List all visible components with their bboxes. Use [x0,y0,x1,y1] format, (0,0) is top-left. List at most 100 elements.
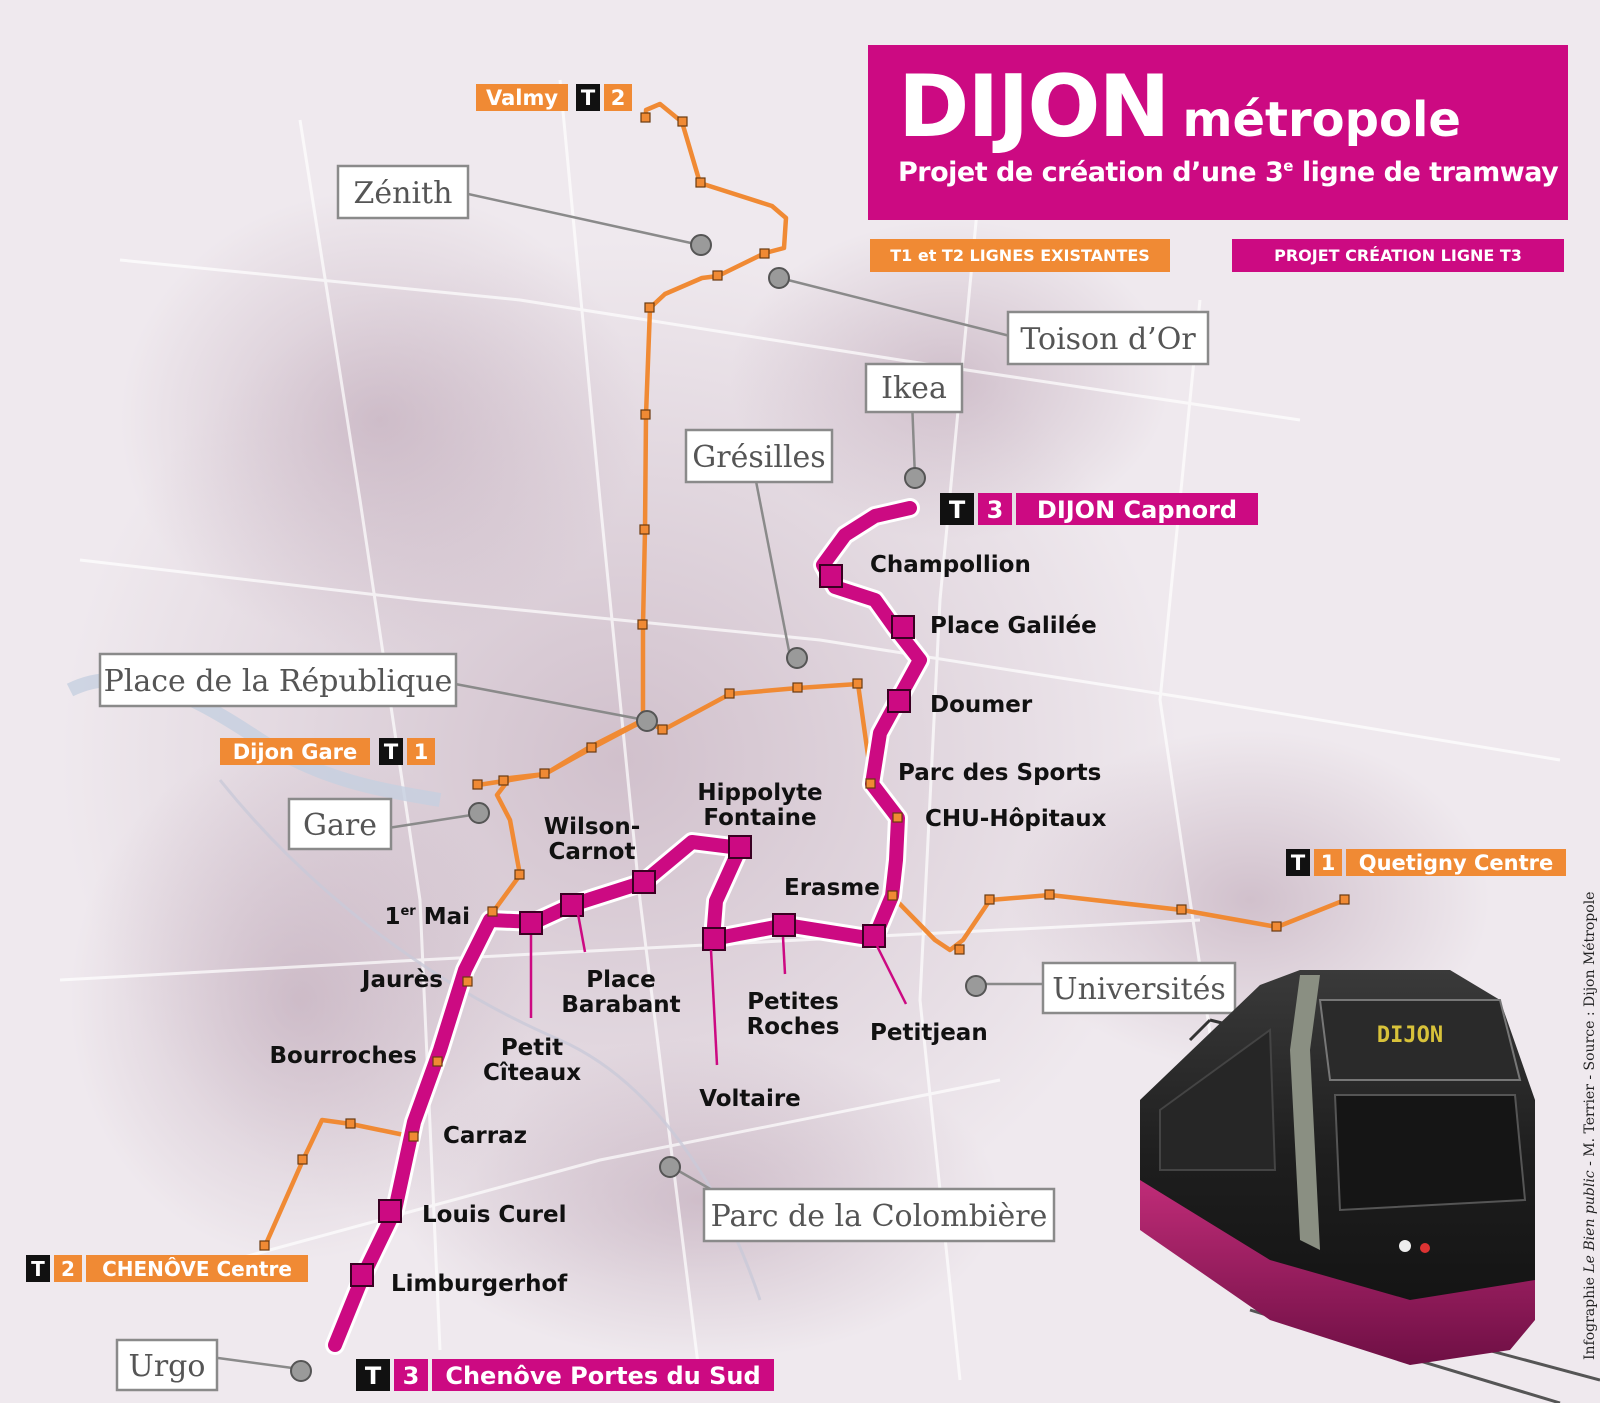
title-word: métropole [1182,92,1461,148]
t3-stop [632,870,656,894]
station-wilson-1: Wilson- [544,814,641,840]
terminal-chenove-centre: T 2 CHENÔVE Centre [26,1255,308,1282]
station-petit-citeaux-1: Petit [501,1035,563,1061]
station-bourroches: Bourroches [270,1043,418,1069]
station-stop [1044,889,1055,900]
station-stop [852,678,863,689]
station-jaures: Jaurès [360,967,443,993]
svg-text:T: T [365,1362,382,1390]
station-stop [472,779,483,790]
svg-text:2: 2 [611,86,626,110]
station-stop [1271,921,1282,932]
station-stop [462,976,473,987]
landmark-dot [468,802,490,824]
station-stop [887,890,898,901]
svg-text:T: T [1291,851,1306,875]
landmark-dot [768,267,790,289]
station-stop [637,619,648,630]
svg-text:T: T [581,86,596,110]
station-stop [345,1118,356,1129]
t3-leaders [529,913,908,1066]
station-stop [432,1056,443,1067]
station-hippolyte-1: Hippolyte [697,780,822,806]
station-stop [865,778,876,789]
svg-text:3: 3 [987,496,1004,524]
svg-text:Valmy: Valmy [486,86,558,110]
svg-text:DIJON Capnord: DIJON Capnord [1037,496,1237,524]
t3-stop [378,1199,402,1223]
landmark-labels: Zénith Toison d’Or Ikea Grésilles Place … [98,164,1237,1392]
station-stop [984,894,995,905]
station-wilson-2: Carnot [549,839,636,865]
tram-illustration: DIJON [1140,970,1600,1403]
station-stop [712,270,723,281]
landmark-dot [690,234,712,256]
legend-existing-lines: T1 et T2 LIGNES EXISTANTES [870,239,1170,272]
t3-stop [702,927,726,951]
svg-text:Quetigny Centre: Quetigny Centre [1359,851,1554,875]
station-louis-curel: Louis Curel [422,1202,567,1228]
t3-stop [887,689,911,713]
landmark-ikea: Ikea [881,371,947,406]
terminal-dijon-gare: Dijon Gare T 1 [220,738,435,765]
station-erasme: Erasme [784,875,880,901]
station-stop [498,775,509,786]
svg-text:1: 1 [1321,851,1336,875]
t3-stop [819,564,843,588]
station-stop [640,112,651,123]
landmark-dot [904,467,926,489]
station-stop [487,906,498,917]
station-petites-roches-1: Petites [747,989,839,1015]
station-limburgerhof: Limburgerhof [391,1271,568,1297]
station-carraz: Carraz [443,1123,527,1149]
station-stop [640,409,651,420]
landmark-zenith: Zénith [354,176,453,211]
landmark-dot [659,1156,681,1178]
landmark-dots [290,234,987,1382]
svg-text:T: T [384,740,399,764]
station-stop [677,116,688,127]
station-petites-roches-2: Roches [747,1014,840,1040]
existing-stations [259,112,1350,1251]
station-stop [695,177,706,188]
legend-t3-project: PROJET CRÉATION LIGNE T3 [1232,239,1564,272]
landmark-republique: Place de la République [104,664,453,699]
svg-text:T: T [31,1257,45,1281]
svg-text:Chenôve Portes du Sud: Chenôve Portes du Sud [445,1362,760,1390]
credit-line: Infographie Le Bien public - M. Terrier … [1582,891,1598,1360]
station-stop [892,812,903,823]
t3-stop [891,615,915,639]
terminal-valmy: Valmy T 2 [476,84,632,111]
station-stop [639,524,650,535]
t3-stop [350,1263,374,1287]
station-stop [514,869,525,880]
station-galilee: Place Galilée [930,613,1097,639]
t3-stop [772,913,796,937]
t3-stop [862,924,886,948]
station-petitjean: Petitjean [870,1020,988,1046]
svg-text:2: 2 [61,1257,75,1281]
svg-text:Dijon Gare: Dijon Gare [233,740,358,764]
station-voltaire: Voltaire [699,1086,801,1112]
landmark-dot [786,647,808,669]
t3-stop [728,835,752,859]
landmark-gare: Gare [303,808,377,843]
station-stop [297,1154,308,1165]
svg-text:1: 1 [414,740,429,764]
tram-destination: DIJON [1377,1023,1443,1048]
station-stop [724,688,735,699]
landmark-toison: Toison d’Or [1020,322,1196,357]
station-stop [792,682,803,693]
station-petit-citeaux-2: Cîteaux [483,1060,581,1086]
station-stop [408,1131,419,1142]
svg-text:3: 3 [403,1362,420,1390]
terminal-quetigny: T 1 Quetigny Centre [1286,849,1566,876]
landmark-dot [965,975,987,997]
station-stop [644,302,655,313]
station-stop [539,768,550,779]
title-city: DIJON [898,57,1170,157]
station-stop [586,742,597,753]
station-stop [259,1240,270,1251]
station-premier-mai: 1er Mai [384,904,470,930]
